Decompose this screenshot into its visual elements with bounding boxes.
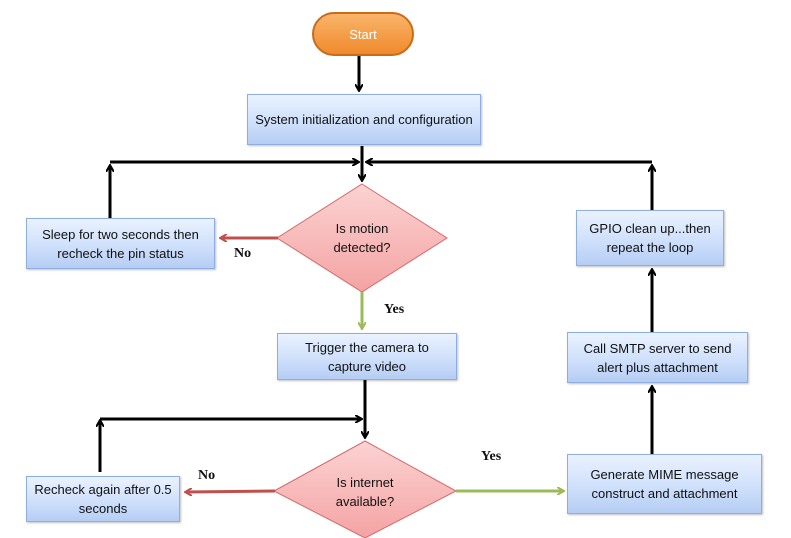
motion-no-label: No	[234, 246, 252, 261]
motion-yes-label: Yes	[384, 302, 405, 317]
sleep-node: Sleep for two seconds then recheck the p…	[26, 218, 215, 269]
smtp-label: Call SMTP server to send alert plus atta…	[583, 340, 732, 375]
sleep-label: Sleep for two seconds then recheck the p…	[42, 226, 199, 261]
start-label: Start	[349, 26, 377, 42]
gpio-node: GPIO clean up...then repeat the loop	[576, 210, 724, 266]
smtp-node: Call SMTP server to send alert plus atta…	[567, 332, 748, 383]
trigger-node: Trigger the camera to capture video	[277, 333, 457, 380]
trigger-label: Trigger the camera to capture video	[305, 339, 429, 374]
gpio-label: GPIO clean up...then repeat the loop	[589, 221, 711, 255]
mime-label: Generate MIME message construct and atta…	[590, 467, 739, 501]
motion-label: Is motion detected?	[333, 221, 391, 255]
mime-node: Generate MIME message construct and atta…	[567, 454, 762, 514]
motion-decision-text: Is motion detected?	[310, 210, 414, 266]
init-label: System initialization and configuration	[255, 112, 473, 127]
internet-label: Is internet available?	[335, 475, 395, 509]
internet-no-label: No	[198, 468, 216, 483]
edge-internet-no	[186, 491, 276, 492]
recheck-label: Recheck again after 0.5 seconds	[34, 482, 172, 516]
decision-internet-shape	[272, 440, 458, 538]
internet-decision-text: Is internet available?	[315, 466, 415, 518]
init-node: System initialization and configuration	[247, 94, 481, 145]
recheck-node: Recheck again after 0.5 seconds	[26, 476, 180, 522]
internet-yes-label: Yes	[481, 449, 502, 464]
start-node: Start	[312, 12, 414, 56]
